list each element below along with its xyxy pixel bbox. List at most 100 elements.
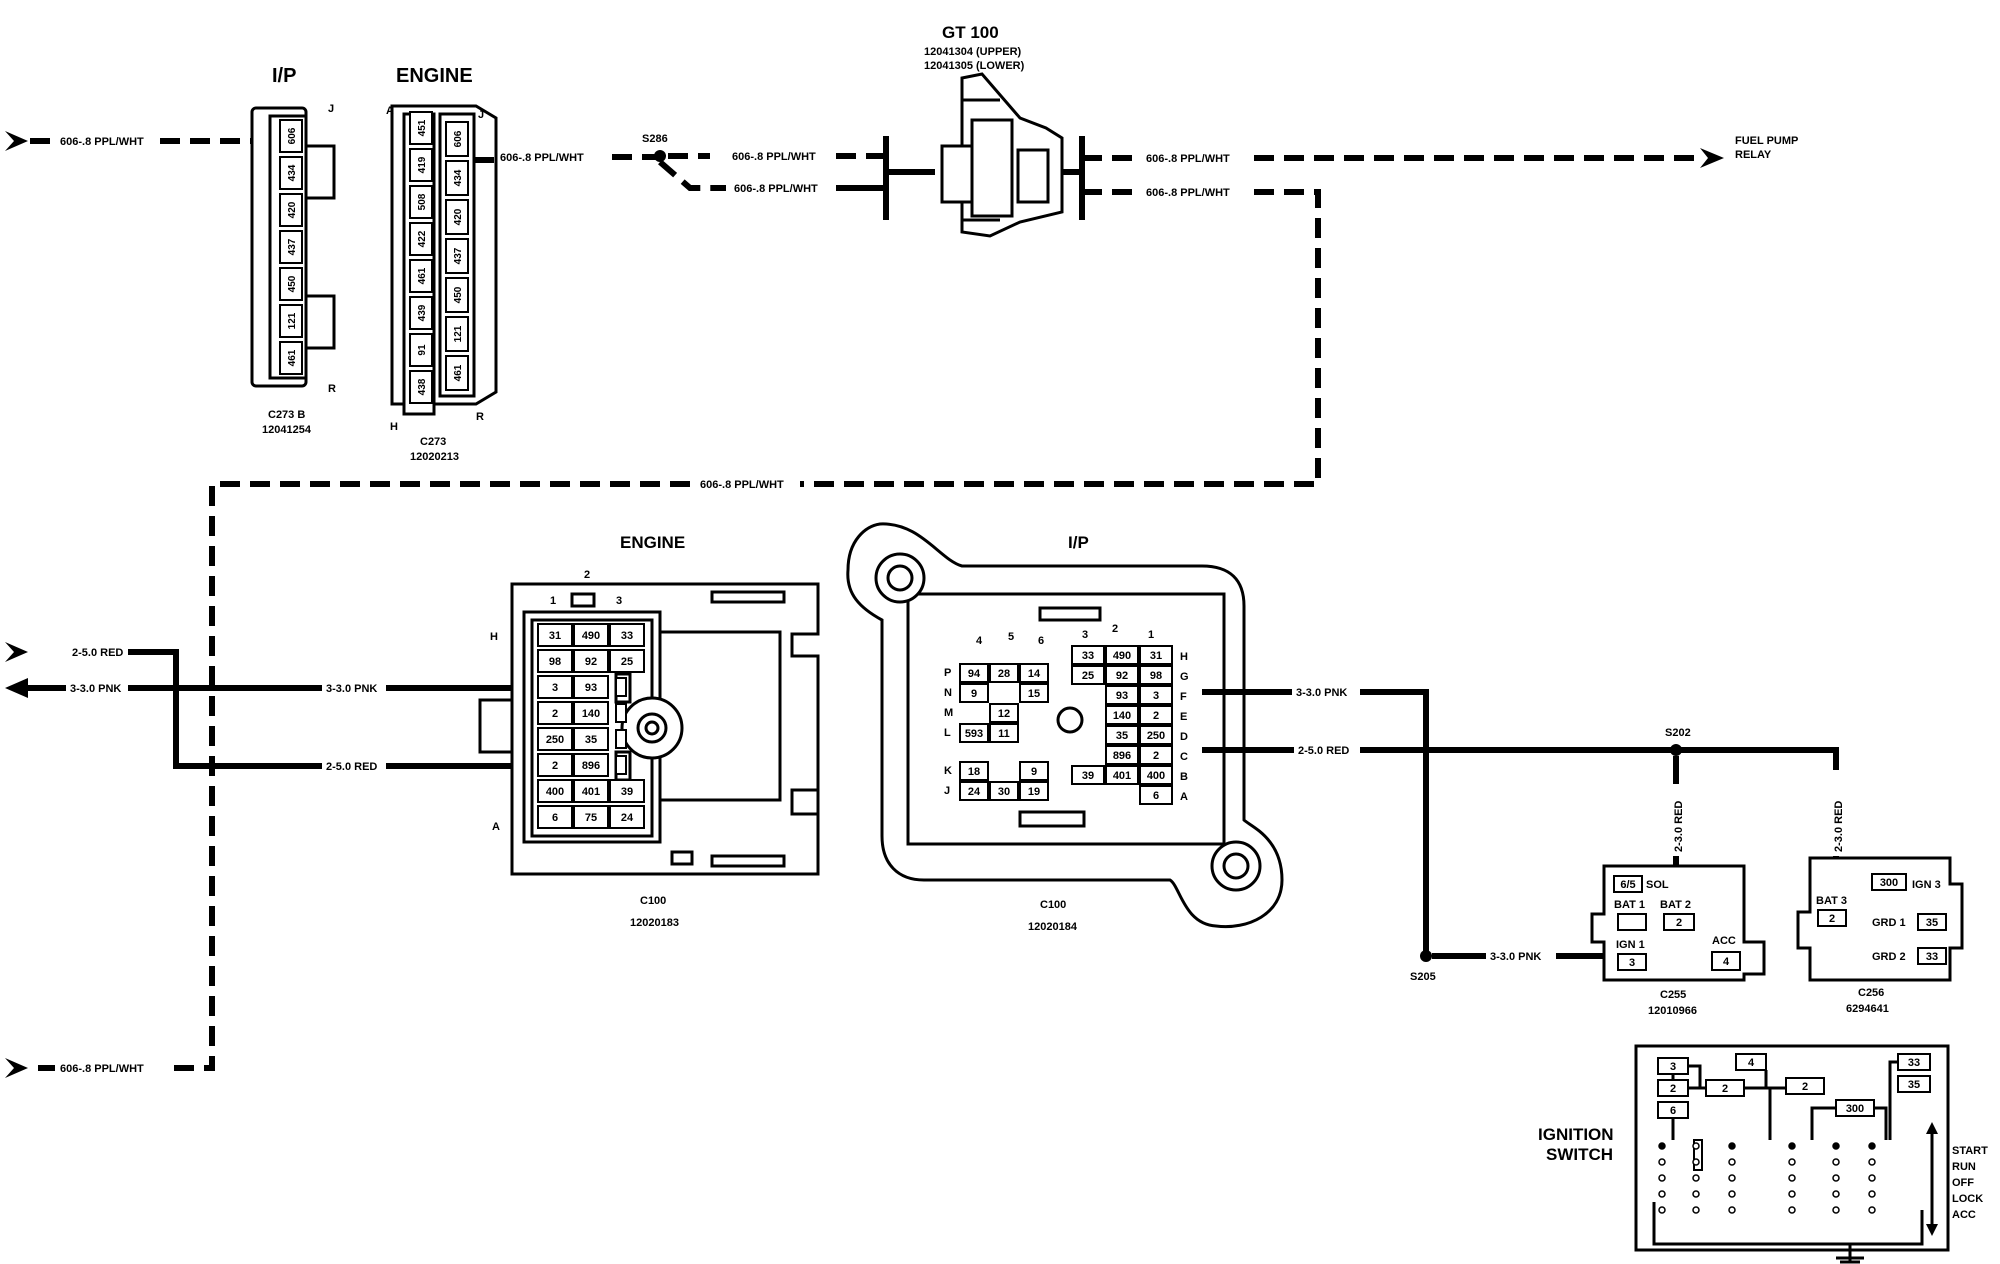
c100ip-right-pin: 93 (1116, 690, 1128, 702)
svg-text:A: A (386, 105, 394, 117)
c100ip-right-cell (1139, 745, 1173, 765)
svg-text:3: 3 (616, 595, 622, 607)
c273-right-pin-label: 434 (453, 169, 464, 186)
c100ip-left-cell (989, 703, 1019, 723)
c100e-pin: 401 (582, 786, 600, 798)
c100e-pin: 250 (546, 734, 564, 746)
c273-left-pin-cell (409, 185, 433, 219)
svg-text:H: H (390, 421, 398, 433)
svg-text:2: 2 (1676, 917, 1682, 929)
ign-contact (1832, 1190, 1840, 1198)
c100-engine-wires: 2-5.0 RED 2-5.0 RED 3-3.0 PNK 3-3.0 PNK (5, 642, 532, 773)
c100ip-row-label-r: F (1180, 691, 1187, 703)
wire-label-red-left: 2-5.0 RED (72, 647, 123, 659)
wire-label-pnk-engine: 3-3.0 PNK (326, 683, 377, 695)
c100ip-right-cell (1139, 685, 1173, 705)
ign-position-label: ACC (1952, 1209, 1976, 1221)
c100-ip-part: 12020184 (1028, 921, 1078, 933)
svg-text:4: 4 (1723, 956, 1730, 968)
c100ip-right-pin: 2 (1153, 710, 1159, 722)
c100ip-left-pin: 9 (1031, 766, 1037, 778)
wire-label-606-c273: 606-.8 PPL/WHT (500, 152, 584, 164)
c273-left-pin-cell (409, 222, 433, 256)
ign-contact (1728, 1142, 1736, 1150)
c273-right-pin-cell (445, 199, 469, 235)
c100ip-right-cell (1105, 665, 1139, 685)
svg-text:GRD 2: GRD 2 (1872, 951, 1906, 963)
c100ip-left-pin: 30 (998, 786, 1010, 798)
ign-contact (1658, 1206, 1666, 1214)
c100e-pin: 35 (585, 734, 597, 746)
ip-to-ignition-wires: 3-3.0 PNK 2-5.0 RED S202 2-3.0 RED 2-3.0… (1202, 687, 1845, 983)
wire-label-606-bottom: 606-.8 PPL/WHT (60, 1063, 144, 1075)
c273-left-pin-label: 451 (417, 119, 428, 136)
ign-position-label: LOCK (1952, 1193, 1983, 1205)
ign-terminal: 6 (1670, 1105, 1676, 1117)
c273b-pin-label: 606 (287, 127, 298, 144)
c100ip-left-cell (989, 723, 1019, 743)
arrow-right-fuel-pump (1700, 148, 1724, 168)
wire-label-pnk-left: 3-3.0 PNK (70, 683, 121, 695)
c273b-pin-cell (279, 193, 303, 227)
ign-position-label: OFF (1952, 1177, 1974, 1189)
ign-contact (1692, 1174, 1700, 1182)
c273-right-pin-label: 450 (453, 286, 464, 303)
c256-part: 6294641 (1846, 1003, 1889, 1015)
c100ip-left-cell (959, 781, 989, 801)
c100ip-right-pin: 400 (1147, 770, 1165, 782)
svg-text:3: 3 (1082, 629, 1088, 641)
c100ip-left-pin: 14 (1028, 668, 1041, 680)
c100e-pin: 24 (621, 812, 634, 824)
c100ip-row-label: K (944, 765, 952, 777)
ign-contact (1658, 1174, 1666, 1182)
c100ip-left-cell (959, 723, 989, 743)
c100ip-right-pin: 2 (1153, 750, 1159, 762)
svg-text:IGN 3: IGN 3 (1912, 879, 1941, 891)
ign-contact (1868, 1190, 1876, 1198)
c273-right-pin-cell (445, 121, 469, 157)
c273-left-pin-label: 439 (417, 304, 428, 321)
ign-contact (1658, 1142, 1666, 1150)
c273b-pin-cell (279, 304, 303, 338)
splice-s286-dot (654, 150, 666, 162)
gt100-lower: 12041305 (LOWER) (924, 60, 1025, 72)
c273b-pin-cell (279, 230, 303, 264)
c273-right-pin-label: 121 (453, 325, 464, 342)
c100ip-left-pin: 19 (1028, 786, 1040, 798)
c100e-pin: 92 (585, 656, 597, 668)
svg-text:BAT 3: BAT 3 (1816, 895, 1847, 907)
c273-right-pin-cell (445, 160, 469, 196)
c100ip-row-label-r: E (1180, 711, 1187, 723)
c100e-empty (615, 677, 627, 697)
c273-left-pin-cell (409, 370, 433, 404)
ign-contact (1658, 1158, 1666, 1166)
c100ip-row-label-r: B (1180, 771, 1188, 783)
c100ip-left-pin: 24 (968, 786, 981, 798)
c100ip-row-label-r: H (1180, 651, 1188, 663)
c100e-cell (573, 675, 609, 699)
c100ip-right-pin: 25 (1082, 670, 1094, 682)
c273-right-pin-cell (445, 355, 469, 391)
c100e-pin: 140 (582, 708, 600, 720)
svg-text:6: 6 (1038, 635, 1044, 647)
svg-text:3: 3 (1629, 957, 1635, 969)
c273b-pin-cell (279, 267, 303, 301)
ip-c273b-part: 12041254 (262, 424, 312, 436)
svg-text:H: H (490, 631, 498, 643)
svg-text:A: A (492, 821, 500, 833)
svg-text:1: 1 (550, 595, 556, 607)
c100ip-right-cell (1139, 785, 1173, 805)
ign-contact (1832, 1206, 1840, 1214)
c100ip-right-cell (1105, 645, 1139, 665)
ign-terminal: 35 (1908, 1079, 1920, 1091)
c255-name: C255 (1660, 989, 1686, 1001)
ign-terminal: 2 (1670, 1083, 1676, 1095)
c100ip-left-cell (1019, 781, 1049, 801)
c273-left-pin-label: 508 (417, 193, 428, 210)
c100-ip-name: C100 (1040, 899, 1066, 911)
svg-text:J: J (328, 103, 334, 115)
ign-contact (1788, 1158, 1796, 1166)
svg-text:BAT 1: BAT 1 (1614, 899, 1645, 911)
svg-text:GRD 1: GRD 1 (1872, 917, 1906, 929)
